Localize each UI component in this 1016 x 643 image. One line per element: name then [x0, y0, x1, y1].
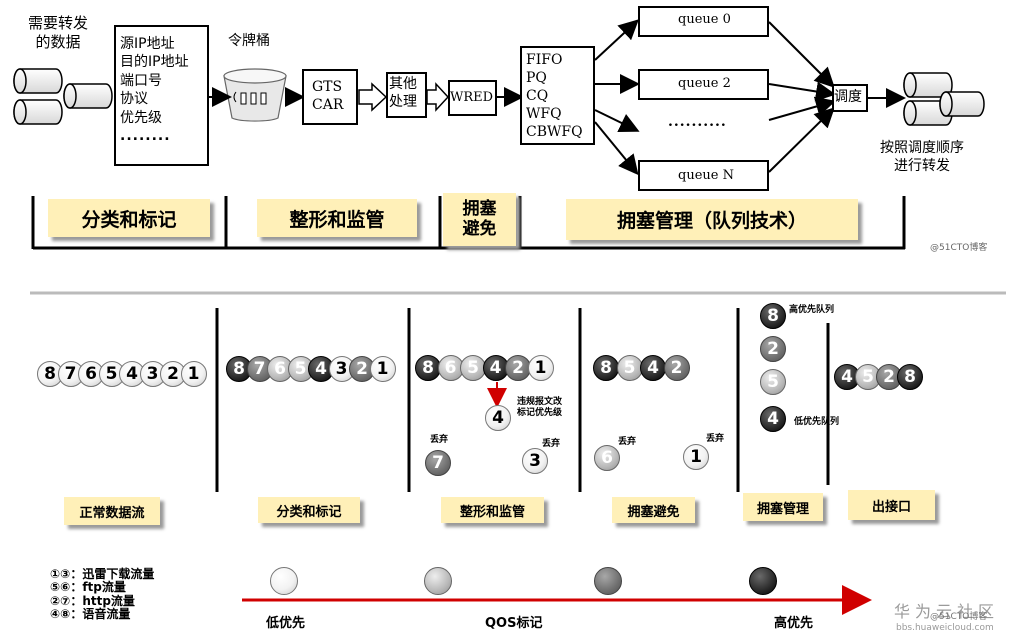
input-pipe-icon — [13, 68, 113, 125]
queue-packet-ball: 8 — [760, 303, 786, 329]
other-processing-box — [386, 72, 427, 118]
violation-packet-ball: 4 — [485, 405, 511, 431]
schedule-label: 调度 — [834, 89, 862, 105]
queue-2-label: queue 2 — [678, 76, 731, 91]
token-bucket-label: 令牌桶 — [228, 33, 270, 49]
dropped-packet-ball: 6 — [594, 445, 620, 471]
queue-methods-box — [520, 46, 595, 145]
drop-label-3: 丢弃 — [618, 437, 637, 447]
traffic-legend: ①③：迅雷下载流量 ⑤⑥：ftp流量 ②⑦：http流量 ④⑧：语音流量 — [50, 567, 155, 622]
packet-ball: 4 — [482, 355, 509, 381]
bottom-stage-normal: 正常数据流 — [64, 497, 160, 525]
packet-ball: 1 — [180, 361, 207, 387]
priority-ball-midhigh — [594, 567, 622, 595]
low-queue-label: 低优先队列 — [794, 417, 840, 427]
wred-box — [448, 80, 497, 116]
dropped-packet-ball: 7 — [425, 450, 451, 476]
queue-n-box — [638, 160, 769, 191]
packet-ball: 5 — [616, 355, 643, 381]
queue-ellipsis: .......... — [668, 114, 727, 130]
low-priority-label: 低优先 — [266, 616, 306, 631]
queue-2-box — [638, 69, 769, 100]
packet-ball: 1 — [369, 356, 396, 382]
queue-packet-ball: 4 — [760, 406, 786, 432]
stage-shaping-policing: 整形和监管 — [257, 199, 417, 237]
high-priority-label: 高优先 — [774, 616, 814, 631]
gts-car-label: GTS CAR — [312, 79, 344, 114]
priority-ball-high — [749, 567, 777, 595]
bottom-stage-out: 出接口 — [848, 490, 935, 520]
packet-ball: 5 — [98, 361, 125, 387]
packet-ball: 4 — [640, 355, 666, 381]
packet-ball: 4 — [119, 361, 145, 387]
packet-ball: 8 — [897, 364, 923, 390]
drop-label-1: 丢弃 — [430, 435, 449, 445]
wred-label: WRED — [450, 90, 494, 105]
schedule-box — [832, 84, 868, 112]
packet-ball: 7 — [57, 361, 84, 387]
bottom-stage-classify: 分类和标记 — [258, 497, 360, 523]
queue-packet-ball: 5 — [760, 369, 786, 395]
queue-0-label: queue 0 — [678, 12, 731, 27]
gts-car-box — [302, 69, 358, 125]
queue-n-label: queue N — [678, 168, 734, 183]
queue-packet-ball: 2 — [760, 336, 786, 362]
stage-classify-mark: 分类和标记 — [48, 199, 210, 237]
high-queue-label: 高优先队列 — [789, 305, 835, 315]
brand-logo-text: 华为云社区 — [894, 602, 1000, 621]
forward-order-label: 按照调度顺序 进行转发 — [880, 140, 964, 175]
packet-ball: 2 — [505, 355, 531, 381]
packet-ball: 8 — [593, 355, 619, 381]
output-pipe-icon — [903, 72, 985, 126]
queue-methods-list: FIFO PQ CQ WFQ CBWFQ — [526, 52, 583, 140]
dropped-packet-ball: 1 — [683, 444, 709, 470]
drop-label-4: 丢弃 — [706, 434, 725, 444]
queue-0-box — [638, 6, 769, 37]
brand-url: bbs.huaweicloud.com — [896, 623, 994, 633]
watermark-bottom: @51CTO博客 — [930, 612, 988, 622]
packet-ball: 8 — [415, 355, 441, 381]
qos-mark-label: QOS标记 — [485, 616, 543, 631]
drop-label-2: 丢弃 — [542, 439, 561, 449]
priority-ball-low — [270, 567, 298, 595]
watermark-top: @51CTO博客 — [930, 243, 988, 253]
packet-ball: 2 — [663, 355, 690, 381]
priority-ball-midlow — [424, 567, 452, 595]
dropped-packet-ball: 3 — [522, 448, 548, 474]
packet-ball: 1 — [527, 355, 554, 381]
packet-ball: 7 — [246, 356, 273, 382]
stage-congestion-avoid: 拥塞 避免 — [443, 193, 516, 246]
bottom-stage-avoid: 拥塞避免 — [612, 497, 695, 523]
bottom-stage-shaping: 整形和监管 — [441, 497, 544, 523]
classification-criteria-box — [114, 25, 209, 166]
bottom-stage-mgmt: 拥塞管理 — [743, 493, 823, 521]
stage-congestion-mgmt: 拥塞管理（队列技术） — [566, 199, 858, 240]
need-forward-label: 需要转发 的数据 — [28, 14, 89, 51]
token-bucket-icon — [223, 68, 287, 122]
classification-criteria-list: 源IP地址 目的IP地址 端口号 协议 优先级 ........ — [120, 36, 189, 145]
violation-note: 违规报文改 标记优先级 — [517, 397, 563, 419]
other-processing-label: 其他 处理 — [389, 76, 417, 111]
